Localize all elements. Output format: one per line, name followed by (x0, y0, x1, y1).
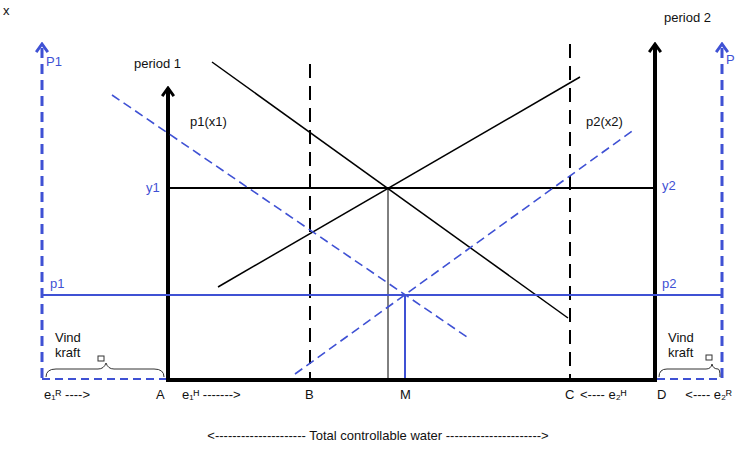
point-label: M (400, 387, 411, 402)
flow-label: <---- e₂ᴴ (580, 387, 626, 402)
point-label: C (565, 387, 574, 402)
price-axis (721, 44, 724, 378)
price-curve (112, 95, 470, 339)
period-axis (166, 88, 170, 382)
axis-title: period 1 (134, 56, 181, 71)
wind-label: Vind kraft (668, 330, 712, 360)
water-axis (166, 378, 657, 382)
wind-axis (657, 378, 722, 380)
wind-brace (659, 364, 720, 377)
period-axis (653, 44, 657, 382)
axis-variable: x (3, 3, 10, 18)
flow-label: <---- e₂ᴿ (685, 387, 732, 402)
drop-line (404, 295, 406, 378)
drop-line (388, 188, 389, 378)
point-label: A (156, 387, 165, 402)
price-axis (41, 44, 44, 378)
value-label: y2 (662, 178, 676, 193)
point-label: B (305, 387, 314, 402)
wind-axis (42, 378, 166, 380)
curve-label: p2(x2) (586, 114, 623, 129)
axis-title: period 2 (664, 10, 711, 25)
wind-label: Vind kraft (55, 330, 99, 360)
point-label: D (657, 387, 666, 402)
bound-line (309, 64, 311, 378)
flow-label: e₁ᴴ -------> (182, 387, 241, 402)
axis-title: P (726, 52, 735, 67)
price-label: p2 (662, 276, 676, 291)
curve-label: p1(x1) (190, 114, 227, 129)
value-label: y1 (146, 180, 160, 195)
flow-label: e₁ᴿ ----> (44, 387, 90, 402)
bound-line (569, 44, 571, 378)
axis-caption: <--------------------- Total controllabl… (207, 428, 548, 443)
price-curve (295, 129, 635, 374)
price-label: p1 (50, 276, 64, 291)
value-curve (218, 77, 580, 287)
price-line (42, 294, 722, 296)
turbine-symbol (98, 356, 104, 361)
axis-title: P1 (46, 54, 62, 69)
level-line (168, 187, 655, 189)
turbine-symbol (706, 355, 712, 360)
wind-brace (46, 363, 164, 377)
value-curve (212, 62, 568, 318)
